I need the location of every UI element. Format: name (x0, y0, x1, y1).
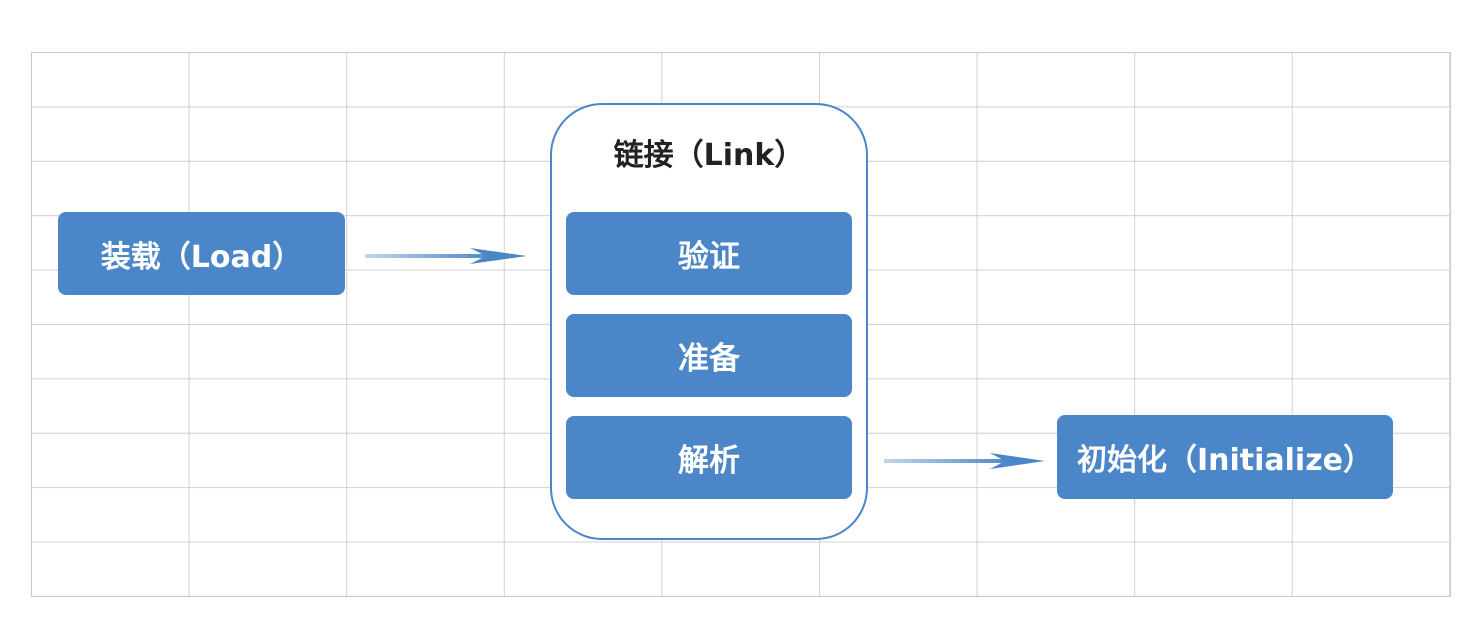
initialize-stage-box: 初始化（Initialize） (1057, 415, 1393, 499)
link-step-prepare: 准备 (566, 314, 852, 397)
arrow-link-to-initialize (884, 453, 1045, 469)
link-stage-title: 链接（Link） (613, 138, 805, 173)
initialize-stage-label: 初始化（Initialize） (1076, 443, 1374, 478)
link-step-label: 准备 (678, 341, 740, 377)
load-stage-label: 装载（Load） (100, 239, 303, 275)
link-step-label: 验证 (678, 239, 740, 275)
arrow-load-to-link (365, 248, 527, 264)
load-stage-box: 装载（Load） (58, 212, 345, 295)
link-step-resolve: 解析 (566, 416, 852, 499)
link-step-label: 解析 (678, 443, 740, 479)
link-step-verify: 验证 (566, 212, 852, 295)
